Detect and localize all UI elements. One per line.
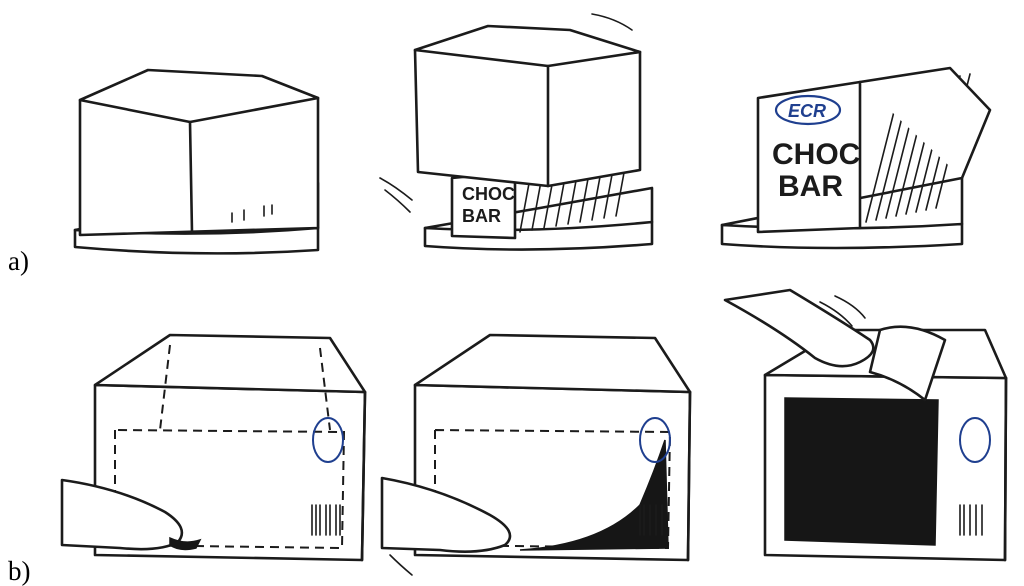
b1-perforated-case [62, 335, 365, 560]
a3-back-panel [860, 68, 990, 178]
b3-open-case [725, 290, 1006, 560]
b2-tearing-case [382, 335, 690, 575]
a3-open-display: ECR CHOC BAR [722, 68, 990, 248]
a2-motion-line-1 [592, 14, 632, 30]
b1-barcode [312, 505, 340, 535]
a3-label-bar: BAR [778, 170, 843, 203]
a2-motion-line-2 [380, 178, 412, 200]
b2-motion-line [390, 555, 412, 575]
b2-case-top [415, 335, 690, 392]
a3-label-choc: CHOC [772, 138, 860, 171]
a2-lifting-hood: CHOC BAR [380, 14, 652, 250]
a3-logo: ECR [788, 101, 826, 121]
b3-interior [785, 398, 938, 545]
a2-label-bar: BAR [462, 206, 501, 226]
b3-case-edge [1005, 378, 1006, 560]
a2-motion-line-3 [385, 190, 410, 212]
a2-label-choc: CHOC [462, 184, 515, 204]
a1-closed-case [75, 70, 318, 253]
